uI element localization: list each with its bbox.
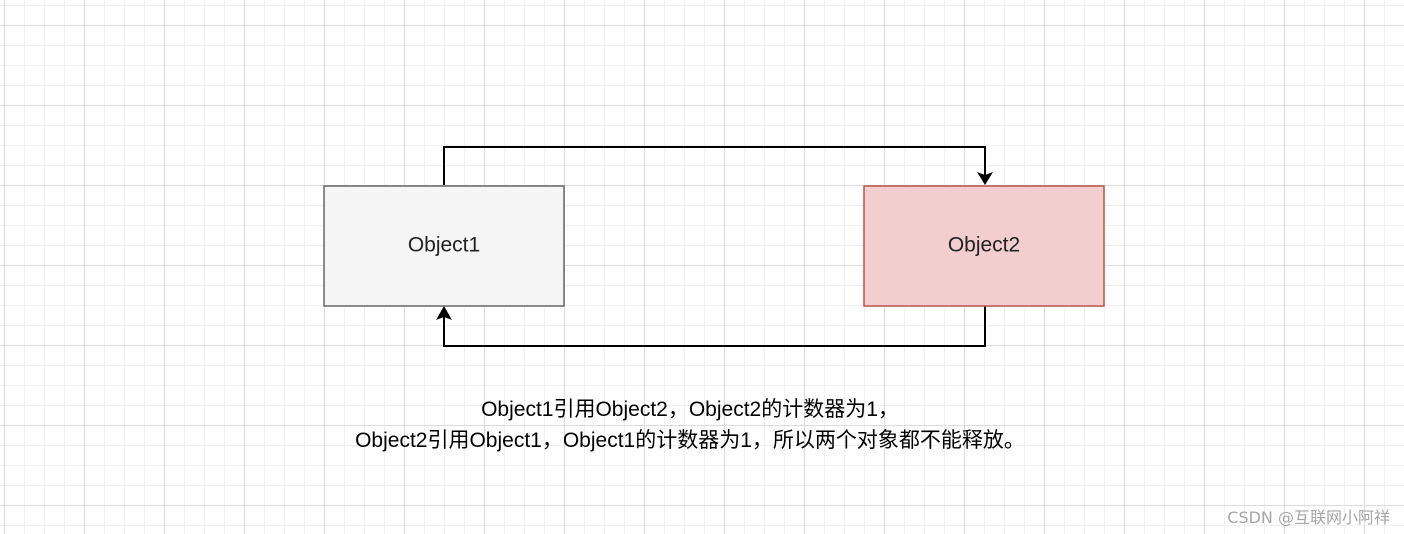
edge-line xyxy=(443,146,986,185)
arrowhead-icon xyxy=(436,306,452,320)
node-box xyxy=(323,185,565,307)
node-object1: Object1 xyxy=(323,185,565,307)
arrowhead-icon xyxy=(977,172,993,185)
node-label: Object1 xyxy=(408,234,480,257)
node-label: Object2 xyxy=(948,234,1020,257)
caption-line: Object2引用Object1，Object1的计数器为1，所以两个对象都不能… xyxy=(355,429,1025,452)
diagram-caption: Object1引用Object2，Object2的计数器为1， Object2引… xyxy=(0,394,1380,456)
caption-line: Object1引用Object2，Object2的计数器为1， xyxy=(481,398,899,421)
edge-object2-to-object1 xyxy=(436,306,986,347)
edge-object1-to-object2 xyxy=(443,146,993,185)
node-box xyxy=(863,185,1105,307)
node-object2: Object2 xyxy=(863,185,1105,307)
edge-line xyxy=(443,306,986,347)
watermark: CSDN @互联网小阿祥 xyxy=(1227,508,1390,527)
